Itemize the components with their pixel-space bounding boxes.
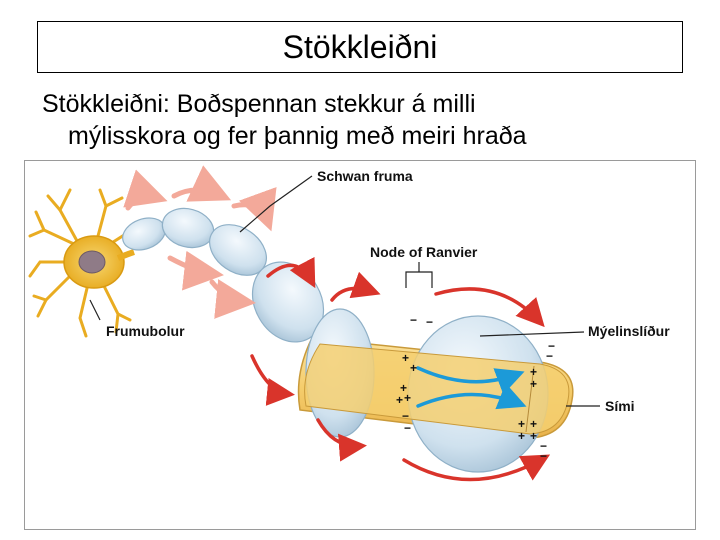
minus-sign: − [404,421,411,435]
label-myelin: Mýelinslíður [588,323,670,339]
minus-sign: − [426,315,433,329]
plus-sign: + [410,361,417,375]
leader-lines [89,175,600,407]
minus-sign: − [540,449,547,463]
body-line1: Boðspennan stekkur á milli [169,90,476,118]
minus-sign: − [402,409,409,423]
plus-sign: + [400,381,407,395]
plus-sign: + [518,429,525,443]
label-schwan: Schwan fruma [317,168,413,184]
slide-title: Stökkleiðni [37,21,683,73]
red-arrows [250,256,551,482]
plus-sign: + [530,417,537,431]
blue-arrows [416,366,527,410]
plus-sign: + [404,391,411,405]
plus-sign: + [530,429,537,443]
charge-signs: − − − − + + + + + − − + + + + + + − − [396,313,555,463]
pink-arrows [123,165,277,319]
slide-body: Stökkleiðni: Boðspennan stekkur á milli … [42,88,692,152]
label-simi: Sími [605,398,635,414]
axon-inner [304,343,570,435]
plus-sign: + [518,417,525,431]
body-term: Stökkleiðni: [42,90,170,118]
plus-sign: + [530,365,537,379]
plus-sign: + [530,377,537,391]
minus-sign: − [540,439,547,453]
cell-body [28,188,135,338]
axon-end-edge [525,365,535,433]
label-frumubolur: Frumubolur [106,323,185,339]
body-line2: mýlisskora og fer þannig með meiri hraða [68,122,527,150]
minus-sign: − [546,349,553,363]
minus-sign: − [410,313,417,327]
minus-sign: − [548,339,555,353]
plus-sign: + [402,351,409,365]
label-node: Node of Ranvier [370,244,478,260]
plus-sign: + [396,393,403,407]
